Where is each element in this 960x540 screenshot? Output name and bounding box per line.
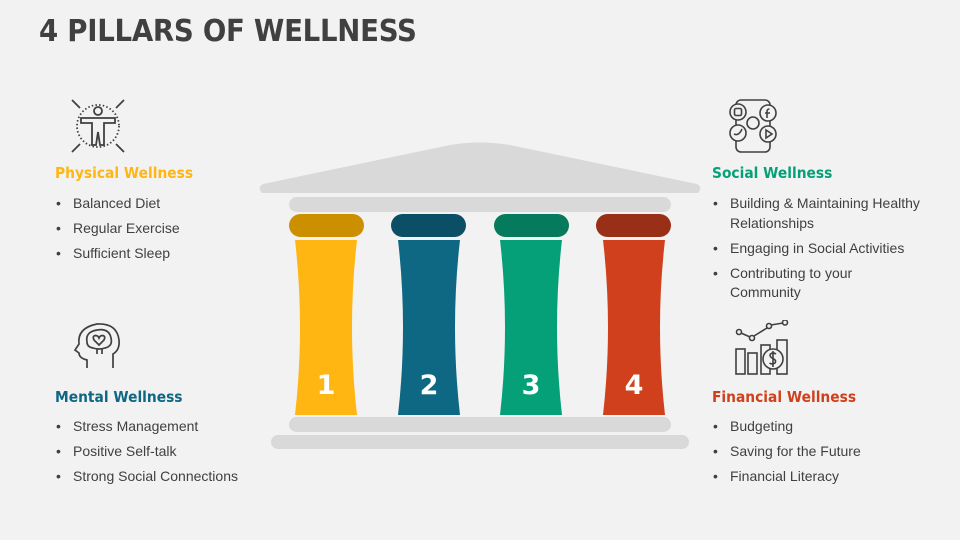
list-item: Stress Management xyxy=(55,417,265,437)
pillar-3-number: 3 xyxy=(521,370,541,401)
human-body-icon xyxy=(71,99,125,153)
list-item: Regular Exercise xyxy=(55,219,245,239)
pillar-1-shaft xyxy=(295,240,357,415)
architrave xyxy=(289,197,671,212)
brain-heart-icon xyxy=(73,323,120,368)
social-media-phone-icon xyxy=(729,99,777,153)
base-step-1 xyxy=(289,417,671,432)
physical-wellness-list: Balanced Diet Regular Exercise Sufficien… xyxy=(55,194,245,269)
list-item: Saving for the Future xyxy=(712,442,932,462)
mental-wellness-heading: Mental Wellness xyxy=(55,388,183,406)
page-title: 4 PILLARS OF WELLNESS xyxy=(39,14,417,49)
list-item: Balanced Diet xyxy=(55,194,245,214)
pillar-4-number: 4 xyxy=(624,370,644,401)
financial-growth-icon xyxy=(735,320,789,375)
social-wellness-list: Building & Maintaining Healthy Relations… xyxy=(712,194,942,308)
pillar-4-shaft xyxy=(603,240,665,415)
list-item: Positive Self-talk xyxy=(55,442,265,462)
physical-wellness-heading: Physical Wellness xyxy=(55,164,194,182)
roof xyxy=(259,142,701,193)
pillar-4-cap xyxy=(596,214,671,237)
social-wellness-heading: Social Wellness xyxy=(712,164,833,182)
pillar-2-cap xyxy=(391,214,466,237)
financial-wellness-heading: Financial Wellness xyxy=(712,388,857,406)
list-item: Strong Social Connections xyxy=(55,467,265,487)
list-item: Contributing to your Community xyxy=(712,264,880,303)
mental-wellness-list: Stress Management Positive Self-talk Str… xyxy=(55,417,265,492)
list-item: Building & Maintaining Healthy Relations… xyxy=(712,194,942,233)
pillar-3-shaft xyxy=(500,240,562,415)
pillar-3-cap xyxy=(494,214,569,237)
pillar-1-number: 1 xyxy=(316,370,336,401)
base-step-2 xyxy=(271,435,689,449)
pillar-2-number: 2 xyxy=(419,370,439,401)
pillar-2-shaft xyxy=(398,240,460,415)
list-item: Budgeting xyxy=(712,417,932,437)
list-item: Engaging in Social Activities xyxy=(712,239,942,259)
list-item: Sufficient Sleep xyxy=(55,244,245,264)
financial-wellness-list: Budgeting Saving for the Future Financia… xyxy=(712,417,932,492)
list-item: Financial Literacy xyxy=(712,467,932,487)
pillar-1-cap xyxy=(289,214,364,237)
